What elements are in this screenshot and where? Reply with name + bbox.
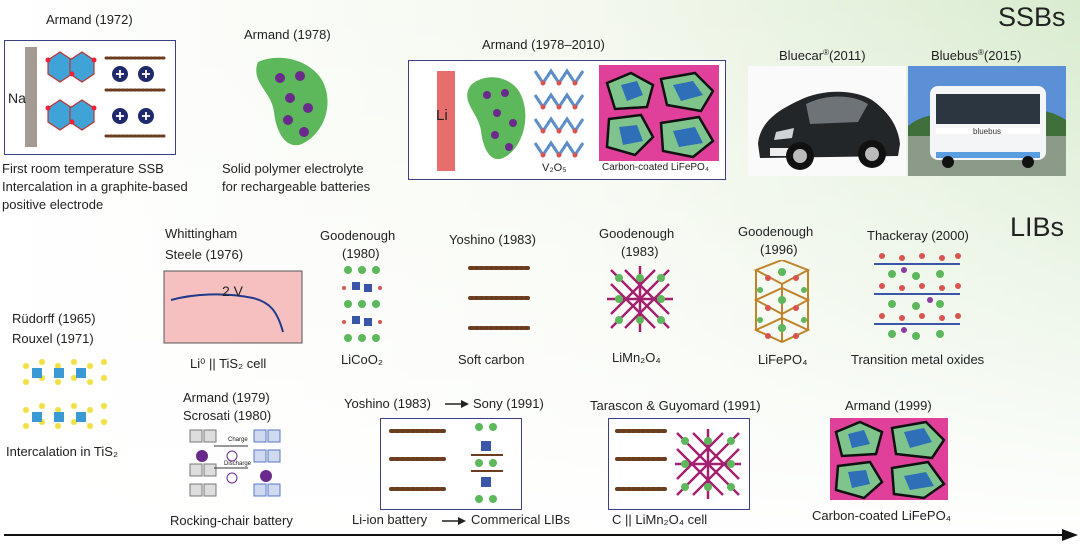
goodenough-1980-year: (1980) [342,246,380,261]
soft-carbon-icon [468,266,530,330]
tarascon-title: Tarascon & Guyomard (1991) [590,398,761,413]
armand-1978-2010-figure [408,60,726,180]
armand-1999-title: Armand (1999) [845,398,932,413]
yoshino-1983-caption: Soft carbon [458,352,525,367]
sony-from-caption: Li-ion battery [352,512,428,527]
scrosati-title: Scrosati (1980) [183,408,272,423]
whittingham-caption: Li⁰ || TiS₂ cell [190,356,267,371]
armand-1979-title: Armand (1979) [183,390,270,405]
goodenough-1996-caption: LiFePO₄ [758,352,808,367]
goodenough-1996-year: (1996) [760,242,798,257]
lifepo4-box-label: Carbon-coated LiFePO₄ [602,162,709,173]
armand-1979-caption: Rocking-chair battery [170,513,293,528]
transition-metal-oxide-icon [874,253,961,340]
rudorff-title: Rüdorff (1965) [12,311,96,326]
steele-title: Steele (1976) [165,247,244,262]
bluebus-photo [908,66,1066,176]
whittingham-title: Whittingham [165,226,238,241]
armand-1999-caption: Carbon-coated LiFePO₄ [812,508,951,523]
rudorff-caption: Intercalation in TiS₂ [6,444,118,459]
goodenough-1996-title: Goodenough [738,224,814,239]
bluebus-sign: bluebus [973,127,1002,136]
armand-1978-title: Armand (1978) [244,27,331,42]
v2o5-label: V₂O₅ [542,162,567,174]
armand-1978-caption: Solid polymer electrolyte for rechargeab… [222,161,371,194]
rocking-chair-icon [189,429,281,497]
discharge-label: Discharge [224,461,252,467]
limn2o4-structure-icon [607,266,673,332]
sony-from-title: Yoshino (1983) [344,396,431,411]
goodenough-1983-caption: LiMn₂O₄ [612,350,661,365]
bluecar-photo [748,66,906,176]
tarascon-figure [608,418,750,510]
lib-header: LIBs [1010,212,1065,242]
goodenough-1980-caption: LiCoO₂ [341,352,383,367]
lifepo4-structure-icon [753,260,811,344]
li-label: Li [436,107,448,124]
bluebus-title: Bluebus®(2015) [931,48,1022,63]
carbon-coated-lifepo4-icon [830,418,948,500]
thackeray-title: Thackeray (2000) [867,228,969,243]
licoo2-structure-icon [342,266,382,342]
sony-caption-arrow-icon [442,517,466,525]
sony-to-caption: Commerical LIBs [471,512,570,527]
goodenough-1983-year: (1983) [621,244,659,259]
goodenough-1983-title: Goodenough [599,226,675,241]
tis2-structure-icon [23,359,107,429]
voltage-label: 2 V [222,283,244,299]
sony-to-title: Sony (1991) [473,396,544,411]
yoshino-1983-title: Yoshino (1983) [449,232,536,247]
rouxel-title: Rouxel (1971) [12,331,94,346]
armand-1978-2010-title: Armand (1978–2010) [482,37,605,52]
sony-arrow-icon [445,400,469,408]
charge-label: Charge [228,437,248,443]
na-label: Na [8,90,26,106]
armand-1972-caption: First room temperature SSB Intercalation… [2,161,188,212]
graphite-intercalation-icon [45,51,166,138]
tis2-discharge-curve [163,270,303,344]
ssb-header: SSBs [998,2,1066,32]
armand-1972-title: Armand (1972) [46,12,133,27]
tarascon-caption: C || LiMn₂O₄ cell [612,512,708,527]
goodenough-1980-title: Goodenough [320,228,396,243]
polymer-electrolyte-icon [256,57,328,146]
bluecar-title: Bluecar®(2011) [779,48,866,63]
thackeray-caption: Transition metal oxides [851,352,985,367]
sony-figure [380,418,522,510]
